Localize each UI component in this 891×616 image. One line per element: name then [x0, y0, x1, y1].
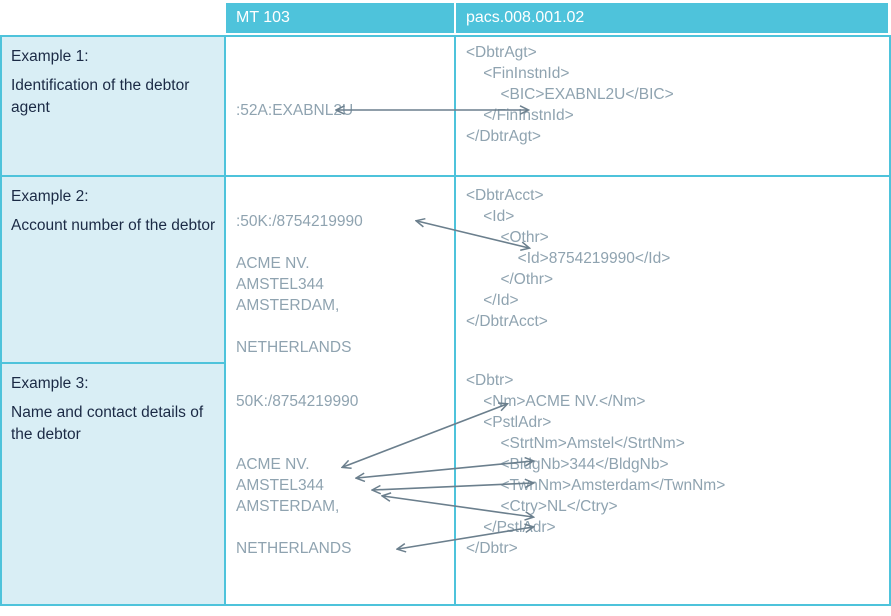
table-border-left [0, 35, 2, 606]
example-2-body: Account number of the debtor [11, 217, 216, 234]
xml-block-dbtragt: <DbtrAgt> <FinInstnId> <BIC>EXABNL2U</BI… [466, 44, 674, 145]
mt103-address-lines-ex2: ACME NV. AMSTEL344 AMSTERDAM, [236, 255, 340, 314]
example-1-title: Example 1: [11, 48, 89, 65]
column-divider-1 [224, 35, 226, 606]
header-seam [454, 3, 456, 33]
table-border-right [889, 35, 891, 606]
row-divider-2 [0, 362, 226, 364]
column-divider-2 [454, 35, 456, 606]
description-cell-example-2: Example 2: Account number of the debtor [2, 177, 224, 362]
mt103-field-52a: :52A:EXABNL2U [236, 102, 354, 119]
mt103-field-50k-account: :50K:/8754219990 [236, 213, 363, 230]
xml-block-dbtracct: <DbtrAcct> <Id> <Othr> <Id>8754219990</I… [466, 187, 671, 330]
mt103-country-line-ex3: NETHERLANDS [236, 540, 352, 557]
mt103-address-lines-ex3: ACME NV. AMSTEL344 AMSTERDAM, [236, 456, 340, 515]
example-3-title: Example 3: [11, 375, 89, 392]
table-border-bottom [0, 604, 891, 606]
row-divider-1 [0, 175, 891, 177]
xml-block-dbtr: <Dbtr> <Nm>ACME NV.</Nm> <PstlAdr> <Strt… [466, 372, 726, 557]
description-cell-example-3: Example 3: Name and contact details of t… [2, 364, 224, 604]
table-border-top [0, 35, 891, 37]
example-2-title: Example 2: [11, 188, 89, 205]
mt103-country-line-ex2: NETHERLANDS [236, 339, 352, 356]
column-header-mt103: MT 103 [226, 3, 454, 33]
example-3-body: Name and contact details of the debtor [11, 404, 204, 443]
column-header-pacs: pacs.008.001.02 [456, 3, 888, 33]
mt103-field-50k-name: 50K:/8754219990 [236, 393, 359, 410]
description-cell-example-1: Example 1: Identification of the debtor … [2, 37, 224, 175]
example-1-body: Identification of the debtor agent [11, 77, 190, 116]
